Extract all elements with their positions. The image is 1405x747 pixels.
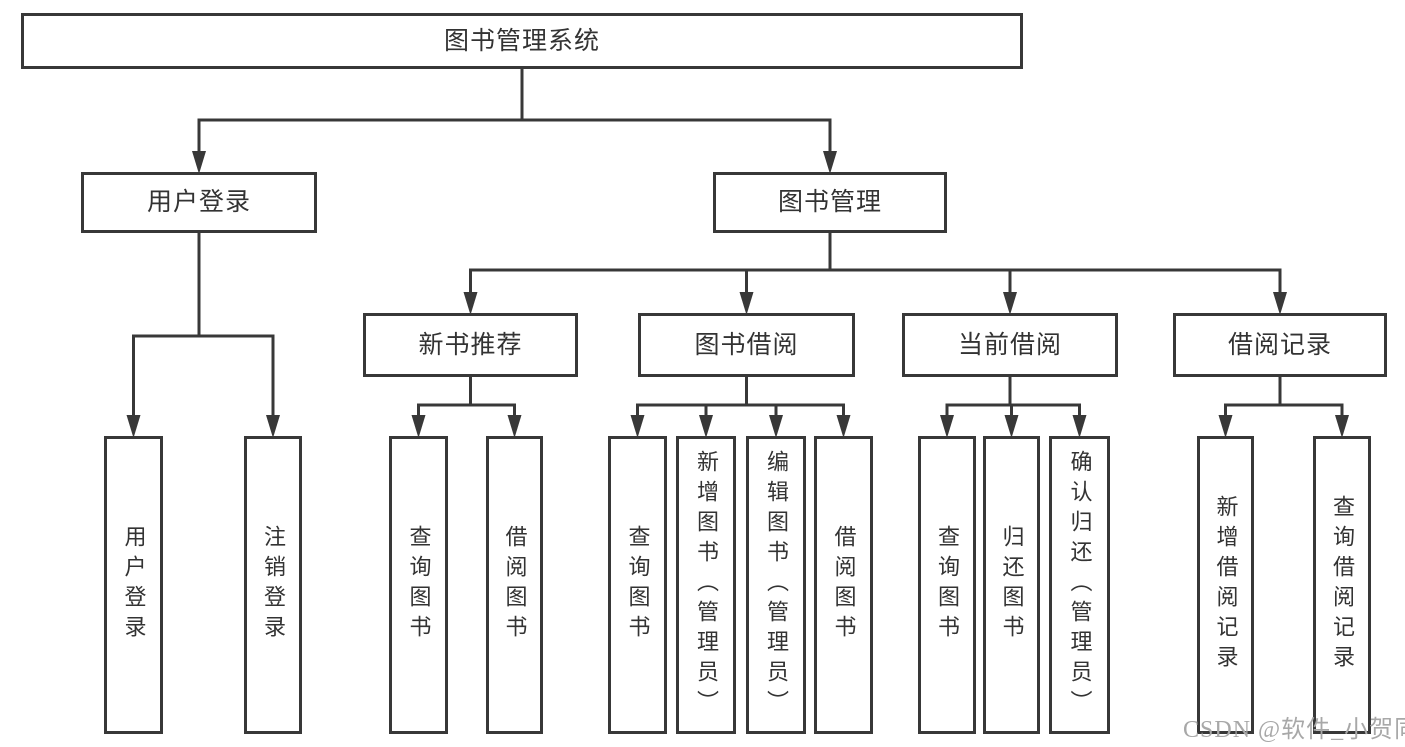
arrowhead-icon — [1335, 415, 1349, 438]
node-cb-query-books: 查询图书 — [918, 436, 976, 734]
node-cb-return-books: 归还图书 — [983, 436, 1040, 734]
arrowhead-icon — [411, 415, 426, 438]
arrowhead-icon — [1072, 415, 1087, 438]
node-root: 图书管理系统 — [21, 13, 1023, 69]
arrowhead-icon — [1004, 415, 1019, 438]
node-user-login-branch: 用户登录 — [81, 172, 317, 233]
csdn-watermark: CSDN @软件_小贺同学 — [1183, 717, 1405, 743]
node-nbr-query-books: 查询图书 — [389, 436, 448, 734]
node-book-borrowing: 图书借阅 — [638, 313, 855, 377]
arrowhead-icon — [769, 415, 783, 438]
arrowhead-icon — [126, 415, 141, 438]
arrowhead-icon — [1218, 415, 1233, 438]
arrowhead-icon — [463, 292, 478, 315]
arrowhead-icon — [940, 415, 954, 438]
arrowhead-icon — [192, 151, 206, 174]
node-br-query-record: 查询借阅记录 — [1313, 436, 1371, 734]
node-bb-edit-books-admin: 编辑图书（管理员） — [746, 436, 806, 734]
arrowhead-icon — [739, 292, 754, 315]
node-logout-login: 注销登录 — [244, 436, 302, 734]
arrowhead-icon — [507, 415, 522, 438]
node-br-add-record: 新增借阅记录 — [1197, 436, 1254, 734]
node-book-management: 图书管理 — [713, 172, 947, 233]
node-bb-borrow-books: 借阅图书 — [814, 436, 873, 734]
node-borrowing-records: 借阅记录 — [1173, 313, 1387, 377]
arrowhead-icon — [266, 415, 280, 438]
node-user-login: 用户登录 — [104, 436, 163, 734]
node-new-book-recommend: 新书推荐 — [363, 313, 578, 377]
arrowhead-icon — [1003, 292, 1017, 315]
node-current-borrowing: 当前借阅 — [902, 313, 1118, 377]
node-bb-query-books: 查询图书 — [608, 436, 667, 734]
node-cb-confirm-return-admin: 确认归还（管理员） — [1049, 436, 1110, 734]
node-bb-add-books-admin: 新增图书（管理员） — [676, 436, 736, 734]
arrowhead-icon — [699, 415, 713, 438]
arrowhead-icon — [630, 415, 645, 438]
arrowhead-icon — [836, 415, 851, 438]
node-nbr-borrow-books: 借阅图书 — [486, 436, 543, 734]
arrowhead-icon — [823, 151, 837, 174]
arrowhead-icon — [1273, 292, 1287, 315]
